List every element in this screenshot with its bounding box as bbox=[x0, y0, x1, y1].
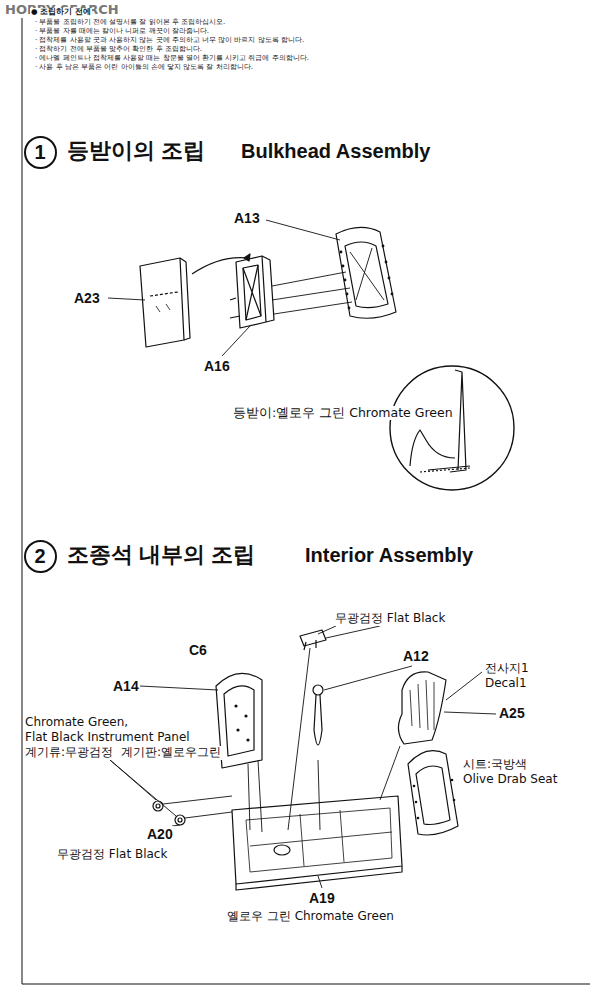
color-note: 무광검정 Flat Black bbox=[56, 848, 168, 862]
step-number: 1 bbox=[34, 141, 45, 164]
step-heading: Bulkhead Assembly bbox=[240, 140, 431, 163]
step-heading: Interior Assembly bbox=[304, 544, 474, 567]
note-line: · 접착제를 사용할 곳과 사용하지 않는 곳에 주의하고 너무 많이 바르지 … bbox=[34, 36, 305, 44]
step-heading: 조종석 내부의 조립 bbox=[66, 542, 256, 567]
note-line: · 접착하기 전에 부품을 맞추어 확인한 후 조립합니다. bbox=[34, 45, 203, 53]
color-note: 시트:국방색 bbox=[462, 758, 528, 772]
decal-note: 전사지1 bbox=[484, 662, 530, 676]
color-note: Flat Black Instrument Panel bbox=[24, 731, 191, 745]
part-number: A25 bbox=[498, 705, 526, 721]
color-note: 계기판:옐로우그린 bbox=[120, 746, 222, 760]
note-line: · 부품을 자를 때에는 칼이나 니퍼로 깨끗이 잘라줍니다. bbox=[34, 27, 210, 35]
part-number: A19 bbox=[308, 890, 336, 906]
step-circle: 1 bbox=[24, 136, 57, 169]
part-number: A14 bbox=[112, 678, 140, 694]
step-heading: 등받이의 조립 bbox=[66, 138, 206, 163]
part-number: A23 bbox=[73, 290, 101, 306]
note-heading: ● 조립하기 전에 bbox=[30, 8, 92, 17]
color-note: 등받이:옐로우 그린 Chromate Green bbox=[232, 406, 454, 420]
part-number: A20 bbox=[146, 826, 174, 842]
step-circle: 2 bbox=[24, 540, 57, 573]
note-line: · 사용 후 남은 부품은 어린 아이들의 손에 닿지 않도록 잘 처리합니다. bbox=[34, 63, 254, 71]
color-note: Chromate Green, bbox=[24, 716, 129, 730]
step-number: 2 bbox=[34, 545, 45, 568]
color-note: 무광검정 Flat Black bbox=[334, 612, 446, 626]
part-number: A16 bbox=[203, 358, 231, 374]
color-note: Olive Drab Seat bbox=[462, 773, 558, 787]
color-note: 옐로우 그린 Chromate Green bbox=[226, 910, 395, 924]
part-number: A13 bbox=[233, 210, 261, 226]
note-line: · 에나멜 페인트나 접착제를 사용할 때는 창문을 열어 환기를 시키고 취급… bbox=[34, 54, 310, 62]
part-number: A12 bbox=[402, 648, 430, 664]
color-note: 계기류:무광검정 bbox=[24, 746, 114, 760]
note-line: · 부품을 조립하기 전에 설명서를 잘 읽어본 후 조립하십시오. bbox=[34, 18, 226, 26]
decal-note: Decal1 bbox=[484, 677, 528, 691]
part-number: C6 bbox=[188, 642, 208, 658]
